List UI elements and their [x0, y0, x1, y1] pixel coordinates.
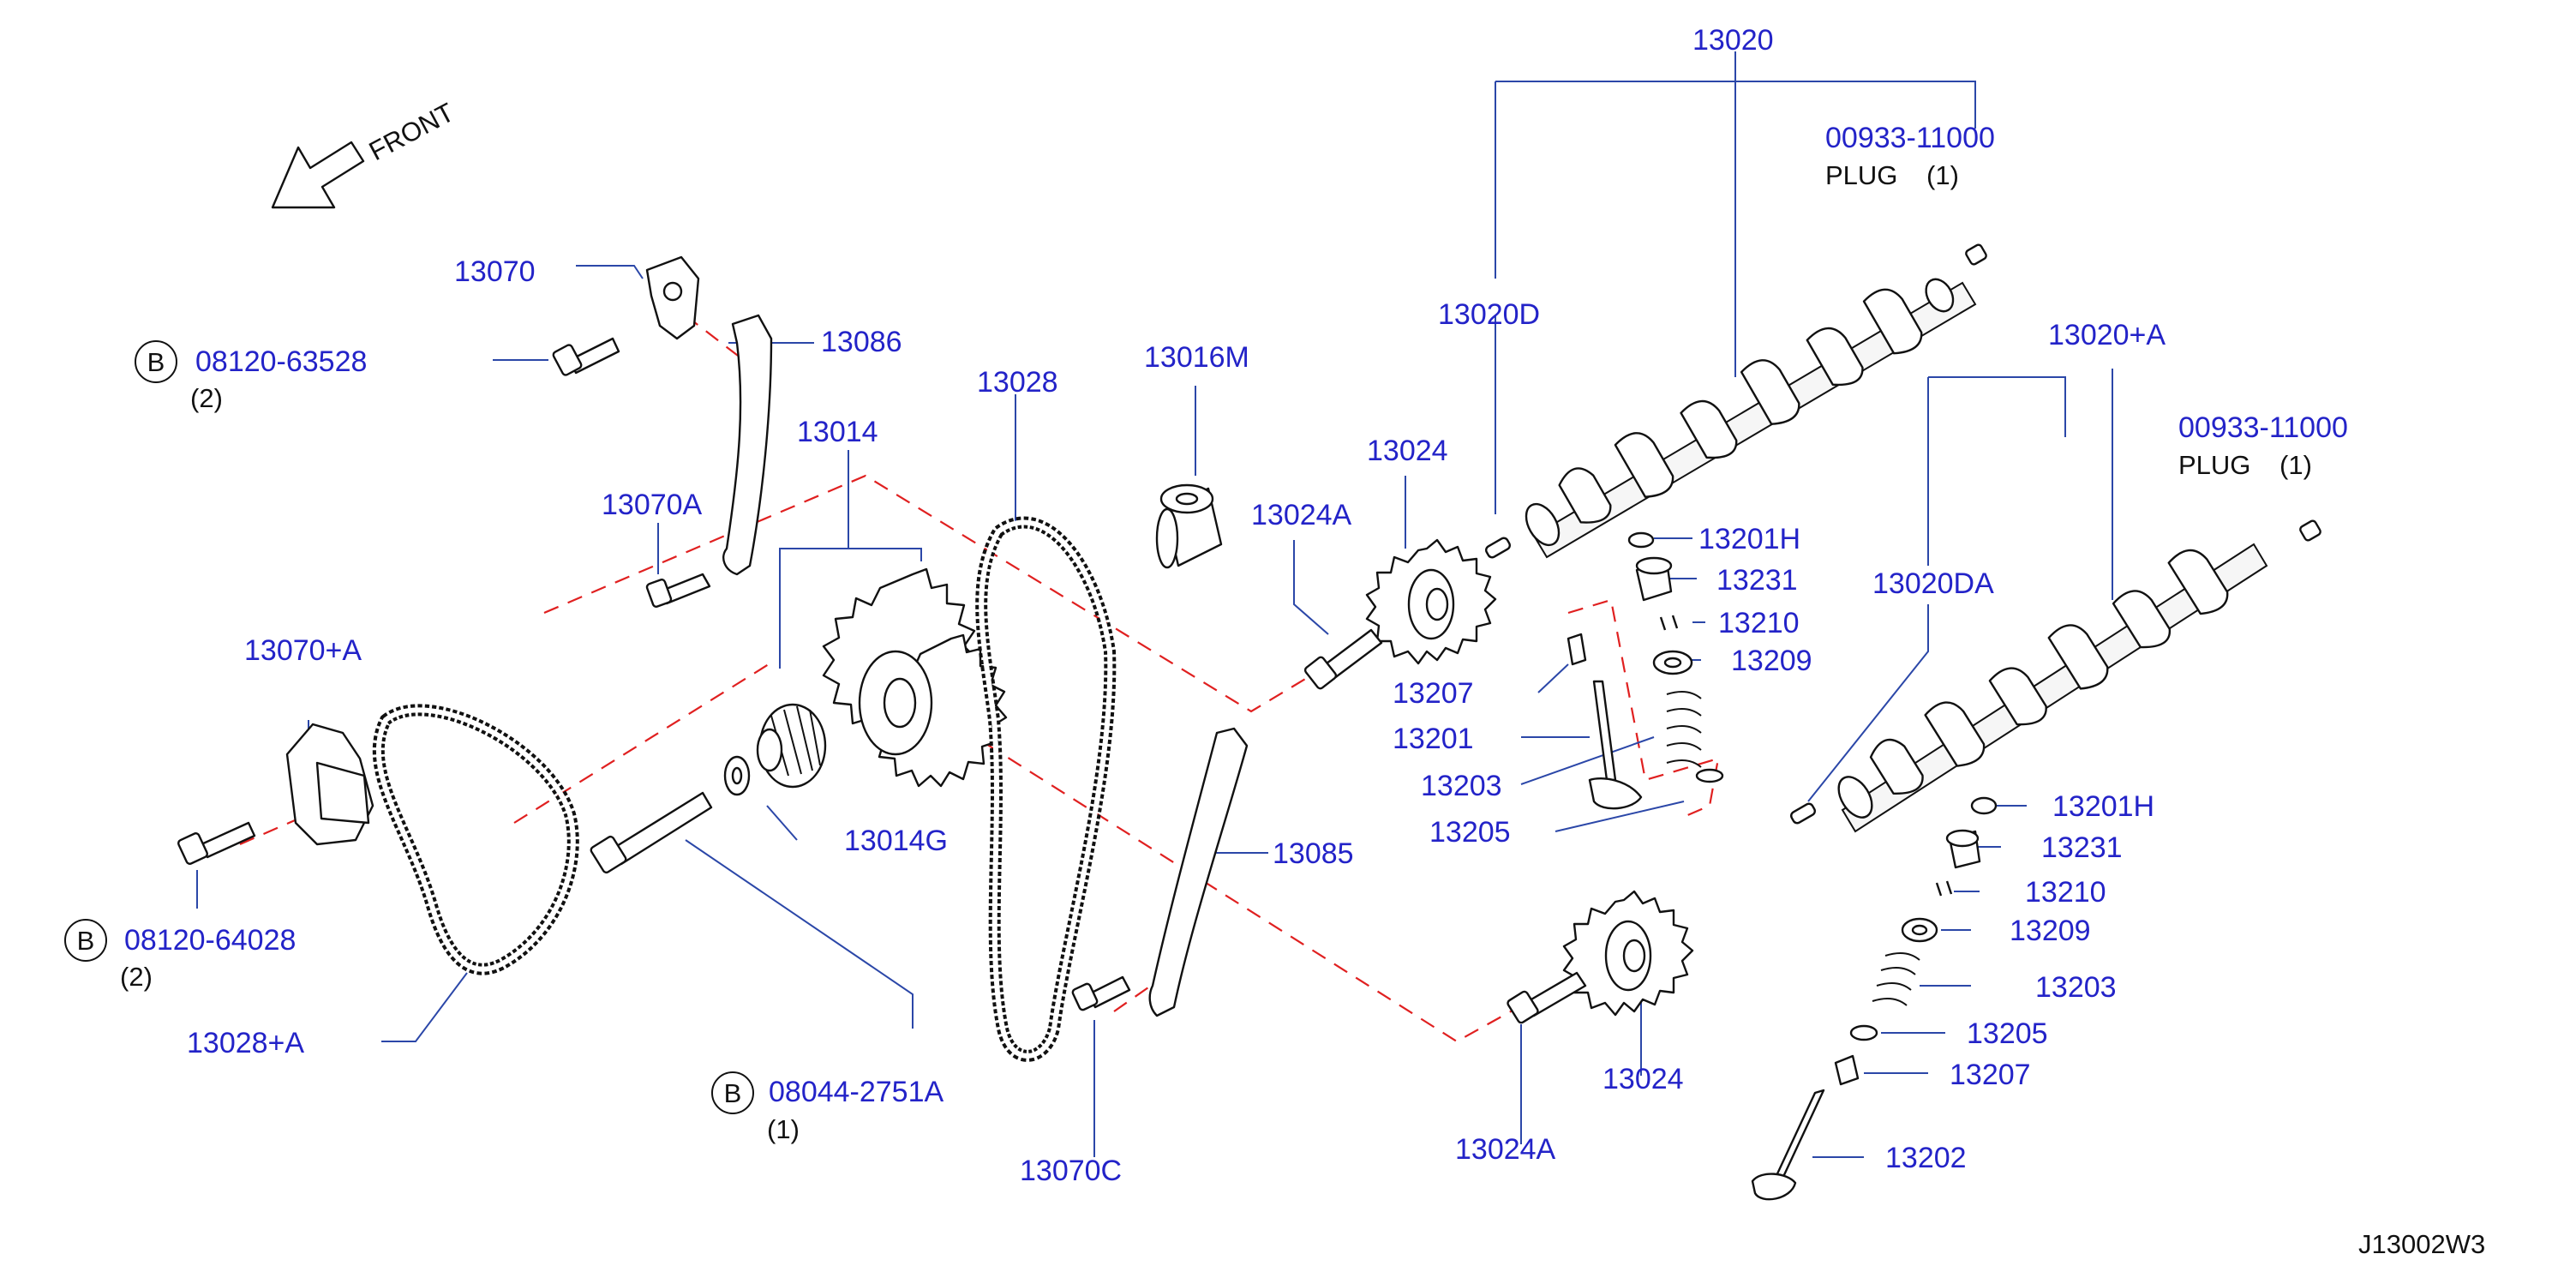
helical-gear-13014 — [756, 703, 827, 789]
label-13201: 13201 — [1393, 723, 1474, 755]
label-13014G: 13014G — [844, 825, 948, 857]
label-13210-lower: 13210 — [2025, 876, 2106, 909]
label-13024A-bottom: 13024A — [1455, 1133, 1556, 1166]
chain-tensioner-13070-A — [285, 723, 374, 846]
timing-chain-13028 — [975, 516, 1117, 1062]
label-08044-2751A: 08044-2751A — [769, 1076, 944, 1108]
camshaft-sprocket-upper — [1365, 538, 1497, 665]
label-13231-upper: 13231 — [1716, 564, 1798, 597]
chain-guide-13086 — [722, 314, 773, 576]
label-13028: 13028 — [977, 366, 1058, 399]
label-13209-lower: 13209 — [2010, 915, 2091, 947]
label-13024-bottom: 13024 — [1603, 1063, 1684, 1095]
bolt-marker-letter: B — [147, 347, 165, 377]
label-00933-11000-upper: 00933-11000 — [1825, 122, 1995, 154]
label-13070A: 13070A — [602, 489, 703, 521]
label-08044-2751A-qty: (1) — [767, 1114, 800, 1144]
guide-pin-13070C — [1071, 975, 1131, 1011]
label-13070C: 13070C — [1020, 1155, 1122, 1187]
label-13207-upper: 13207 — [1393, 677, 1474, 710]
label-13070-A: 13070+A — [244, 634, 362, 667]
diagram-code: J13002W3 — [2358, 1229, 2485, 1259]
label-13203-upper: 13203 — [1421, 770, 1502, 802]
label-plug-lower-qty: (1) — [2279, 450, 2312, 480]
label-plug-upper-qty: (1) — [1926, 160, 1959, 190]
bolt-marker-letter: B — [724, 1078, 742, 1108]
label-00933-11000-lower: 00933-11000 — [2178, 411, 2348, 444]
chain-tensioner-13070 — [645, 255, 700, 340]
label-13209-upper: 13209 — [1731, 645, 1812, 677]
camshaft-sprocket-lower — [1562, 890, 1694, 1017]
label-13020-A: 13020+A — [2048, 319, 2166, 351]
label-13020D: 13020D — [1438, 298, 1540, 331]
label-08120-64028-qty: (2) — [120, 962, 153, 992]
timing-chain-13028-A — [372, 704, 579, 975]
label-13020: 13020 — [1692, 24, 1774, 57]
label-13210-upper: 13210 — [1718, 607, 1800, 639]
bolt-marker-letter: B — [77, 926, 95, 956]
sprocket-bolt-lower — [1507, 971, 1587, 1024]
label-13024-top: 13024 — [1367, 435, 1448, 467]
label-13202: 13202 — [1885, 1142, 1967, 1174]
label-13014: 13014 — [797, 416, 878, 448]
label-13085: 13085 — [1273, 837, 1354, 870]
label-13201H-lower: 13201H — [2052, 790, 2154, 823]
bushing-13016M — [1155, 483, 1223, 569]
tensioner-bolt-upper — [552, 337, 620, 376]
label-13207-lower: 13207 — [1950, 1059, 2031, 1091]
tensioner-bolt-lower — [177, 821, 256, 865]
valve-train-upper — [1567, 531, 1724, 810]
label-13070: 13070 — [454, 255, 536, 288]
label-13024A-top: 13024A — [1251, 499, 1352, 531]
idler-shaft-bolt — [590, 791, 713, 874]
tensioner-pin-13070A — [645, 573, 711, 608]
camshaft-13020 — [1485, 243, 1987, 559]
washer-13014G — [723, 755, 751, 796]
label-13086: 13086 — [821, 326, 902, 358]
bolt-marker-08120-63528: B — [135, 340, 177, 383]
sprocket-bolt-upper — [1303, 628, 1383, 690]
label-13203-lower: 13203 — [2035, 971, 2117, 1004]
label-13231-lower: 13231 — [2041, 831, 2123, 864]
label-08120-63528: 08120-63528 — [195, 345, 367, 378]
label-13028-A: 13028+A — [187, 1027, 304, 1059]
label-13205-lower: 13205 — [1967, 1017, 2048, 1050]
bolt-marker-08120-64028: B — [64, 919, 107, 962]
label-13201H-upper: 13201H — [1698, 523, 1800, 555]
leader-lines — [196, 51, 2113, 1158]
valve-train-lower — [1751, 796, 1998, 1201]
chain-guide-13085 — [1148, 727, 1249, 1017]
camshaft-13020-A — [1790, 519, 2321, 833]
label-08120-64028: 08120-64028 — [124, 924, 296, 957]
front-direction-label: FRONT — [364, 97, 459, 166]
idler-sprocket-13014 — [822, 567, 1008, 788]
label-13205-upper: 13205 — [1429, 816, 1511, 849]
front-arrow-icon — [271, 141, 365, 209]
label-plug-lower: PLUG — [2178, 450, 2250, 480]
label-08120-63528-qty: (2) — [190, 383, 223, 413]
label-13020DA: 13020DA — [1872, 567, 1994, 600]
label-13016M: 13016M — [1144, 341, 1249, 374]
bolt-marker-08044-2751A: B — [711, 1071, 754, 1114]
label-plug-upper: PLUG — [1825, 160, 1897, 190]
